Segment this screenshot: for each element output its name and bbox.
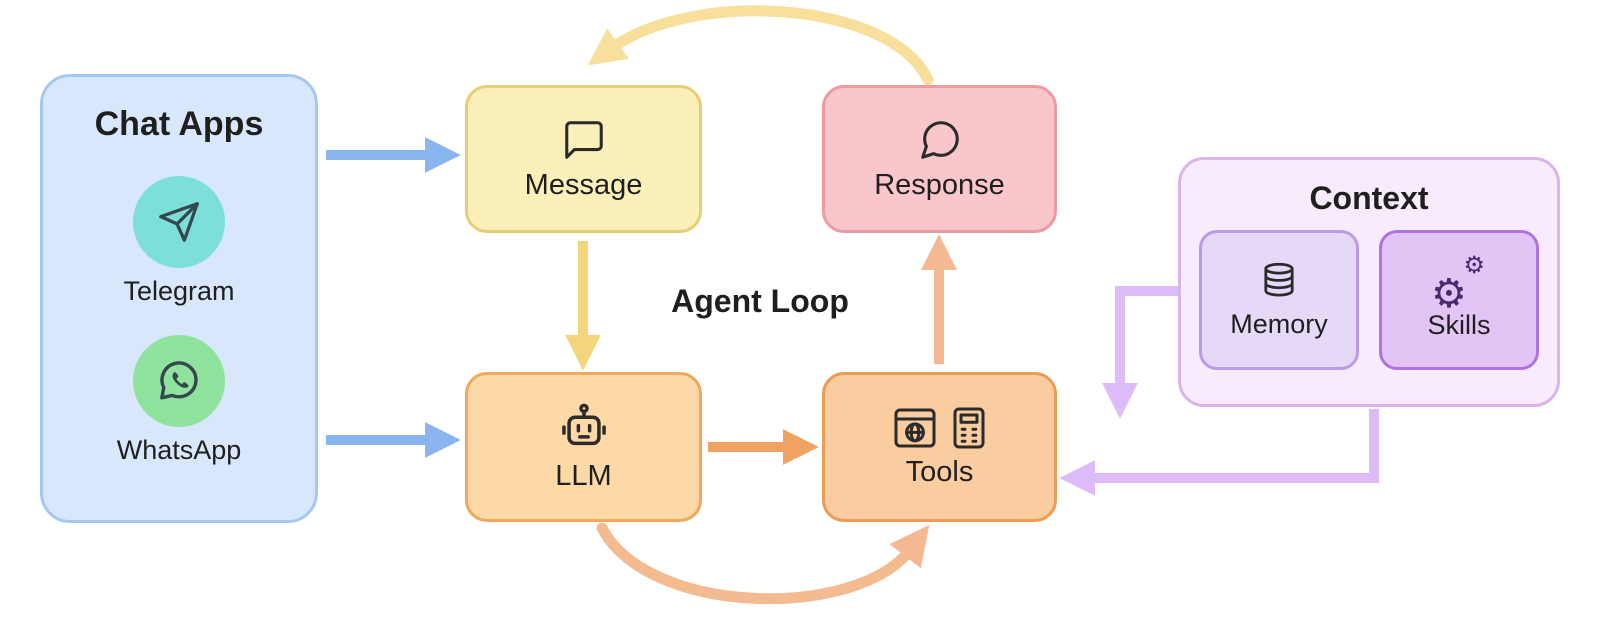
gears-icon: ⚙ ⚙	[1431, 253, 1487, 314]
context-title: Context	[1309, 180, 1429, 216]
speech-bubble-square-icon	[564, 120, 603, 159]
whatsapp-label: WhatsApp	[116, 435, 242, 465]
gear-icon-large: ⚙	[1431, 271, 1467, 316]
llm-label: LLM	[555, 459, 612, 492]
arrow-response-to-message-loop	[587, 5, 934, 86]
browser-globe-icon	[894, 408, 935, 447]
skills-node: ⚙ ⚙ Skills	[1379, 230, 1539, 370]
calculator-icon	[953, 407, 984, 448]
memory-label: Memory	[1230, 308, 1328, 339]
telegram-label: Telegram	[123, 276, 235, 306]
tools-node: Tools	[822, 372, 1057, 522]
agent-loop-caption: Agent Loop	[671, 283, 849, 319]
gear-icon-small: ⚙	[1463, 251, 1485, 279]
context-row: Memory ⚙ ⚙ Skills	[1199, 230, 1539, 370]
speech-bubble-round-icon	[920, 120, 959, 159]
telegram-icon	[132, 176, 225, 268]
arrow-context-to-tools-side	[1059, 409, 1379, 496]
response-node: Response	[822, 85, 1057, 233]
skills-label: Skills	[1427, 309, 1491, 340]
response-label: Response	[874, 168, 1005, 201]
chat-apps-title: Chat Apps	[94, 105, 264, 143]
memory-node: Memory	[1199, 230, 1359, 370]
context-group: Context Memory ⚙ ⚙ Skills	[1178, 157, 1560, 407]
arrow-context-to-tools-top	[1102, 286, 1178, 419]
tools-label: Tools	[905, 455, 974, 488]
llm-node: LLM	[465, 372, 702, 522]
tools-icons	[891, 406, 989, 450]
whatsapp-item: WhatsApp	[116, 335, 242, 466]
telegram-item: Telegram	[123, 176, 235, 307]
whatsapp-icon	[133, 335, 225, 427]
chat-apps-group: Chat Apps Telegram WhatsApp	[40, 74, 318, 523]
database-icon	[1264, 262, 1294, 296]
robot-icon	[561, 403, 606, 445]
message-node: Message	[465, 85, 702, 233]
arrow-llm-to-tools-loop	[596, 522, 930, 605]
message-label: Message	[524, 168, 643, 201]
